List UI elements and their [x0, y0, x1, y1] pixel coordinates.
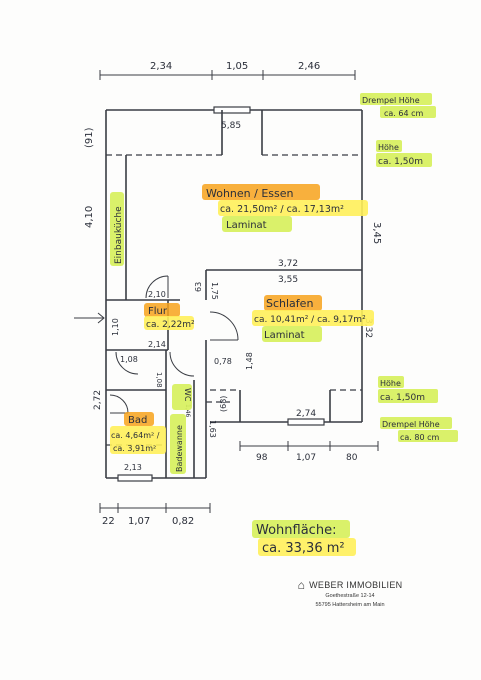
window-top: [213, 106, 251, 114]
dim-213: 2,13: [124, 463, 142, 472]
annotation-drempel-top: Drempel Höhe ca. 64 cm: [360, 93, 436, 118]
dim-bottom-98: 98: [256, 453, 268, 463]
dim-left-91: (91): [84, 127, 95, 148]
dim-bottom-082: 0,82: [172, 516, 194, 527]
room-wc-name: WC: [183, 388, 192, 402]
svg-text:Höhe: Höhe: [378, 143, 399, 152]
room-wohnen-area: ca. 21,50m² / ca. 17,13m²: [220, 204, 344, 215]
annotation-hoehe-bottom: Höhe ca. 1,50m: [378, 376, 438, 403]
svg-text:ca. 1,50m: ca. 1,50m: [380, 393, 425, 403]
dim-585: 5,85: [221, 121, 241, 131]
dim-right-345: 3,45: [371, 222, 382, 244]
room-bad-area2: ca. 3,91m²: [113, 444, 156, 453]
company-street: Goethestraße 12-14: [325, 593, 375, 599]
dim-bottom-22: 22: [102, 516, 115, 527]
dim-214: 2,14: [148, 340, 166, 349]
entry-arrow-icon: [74, 312, 105, 324]
dim-372: 3,72: [278, 259, 298, 269]
dim-108: 1,08: [120, 355, 138, 364]
room-schlafen-area: ca. 10,41m² / ca. 9,17m²: [254, 315, 366, 325]
top-dimension-line: 2,34 1,05 2,46: [99, 61, 356, 80]
svg-text:Einbauküche: Einbauküche: [114, 206, 124, 264]
walls: [105, 106, 363, 482]
svg-text:ca. 80 cm: ca. 80 cm: [400, 433, 440, 442]
room-bad-area1: ca. 4,64m² /: [111, 431, 160, 440]
dim-175: 1,75: [210, 282, 219, 300]
bottom-left-dimension: 22 1,07 0,82: [99, 503, 211, 527]
annotation-drempel-bottom: Drempel Höhe ca. 80 cm: [380, 417, 458, 442]
dim-274: 2,74: [296, 409, 316, 419]
dim-bottom-80: 80: [346, 453, 358, 463]
window-bottom-right: [287, 418, 325, 426]
dim-63: 63: [194, 282, 203, 292]
room-bad: Bad ca. 4,64m² / ca. 3,91m²: [110, 412, 166, 454]
company-brand: ⌂ WEBER IMMOBILIEN: [270, 578, 430, 592]
room-wohnen: Wohnen / Essen ca. 21,50m² / ca. 17,13m²…: [202, 184, 368, 232]
dim-146: 1,46: [184, 404, 191, 418]
dim-v-108: 1,08: [155, 372, 163, 388]
dim-148: 1,48: [245, 352, 254, 370]
total-living-area: Wohnfläche: ca. 33,36 m²: [252, 520, 356, 556]
house-logo-icon: ⌂: [297, 578, 306, 592]
total-label: Wohnfläche:: [256, 523, 336, 538]
room-wc: WC: [172, 384, 192, 410]
dim-68: (68): [219, 396, 228, 412]
room-schlafen-floor: Laminat: [264, 330, 305, 341]
svg-text:Badewanne: Badewanne: [175, 425, 184, 472]
room-wohnen-floor: Laminat: [226, 220, 267, 231]
room-bad-name: Bad: [128, 415, 147, 426]
dim-top-1: 2,34: [150, 61, 172, 72]
dim-bottom-107b: 1,07: [128, 516, 150, 527]
dim-left-410: 4,10: [84, 206, 95, 228]
dim-v-110: 1,10: [111, 318, 120, 336]
svg-text:ca. 64 cm: ca. 64 cm: [384, 109, 424, 118]
window-bath: [117, 474, 153, 482]
room-schlafen-name: Schlafen: [266, 297, 313, 310]
dim-210: 2,10: [148, 290, 166, 299]
room-schlafen: Schlafen ca. 10,41m² / ca. 9,17m² Lamina…: [252, 295, 374, 342]
svg-text:Drempel Höhe: Drempel Höhe: [362, 96, 420, 105]
room-flur-name: Flur: [148, 306, 168, 317]
dim-355: 3,55: [278, 275, 298, 285]
dim-078: 0,78: [214, 357, 232, 366]
dim-top-3: 2,46: [298, 61, 320, 72]
dim-bottom-107: 1,07: [296, 453, 316, 463]
dim-right-332: 3,32: [363, 318, 373, 338]
dim-top-2: 1,05: [226, 61, 248, 72]
company-name: WEBER IMMOBILIEN: [309, 580, 403, 590]
svg-text:Drempel Höhe: Drempel Höhe: [382, 420, 440, 429]
dim-163: 1,63: [208, 420, 217, 438]
company-footer: ⌂ WEBER IMMOBILIEN Goethestraße 12-14 55…: [270, 578, 430, 610]
total-value: ca. 33,36 m²: [262, 541, 345, 556]
label-einbaukueche: Einbauküche: [110, 192, 124, 266]
company-city: 55795 Hattersheim am Main: [315, 602, 385, 608]
dim-left-272: 2,72: [93, 390, 103, 410]
annotation-hoehe-top: Höhe ca. 1,50m: [376, 140, 432, 167]
bottom-right-dimension: 98 1,07 80: [239, 441, 379, 463]
room-flur: Flur ca. 2,22m²: [144, 303, 195, 330]
svg-text:ca. 1,50m: ca. 1,50m: [378, 157, 423, 167]
room-wohnen-name: Wohnen / Essen: [206, 187, 294, 200]
svg-text:Höhe: Höhe: [380, 379, 401, 388]
label-badewanne: Badewanne: [170, 414, 186, 474]
room-flur-area: ca. 2,22m²: [146, 320, 195, 330]
